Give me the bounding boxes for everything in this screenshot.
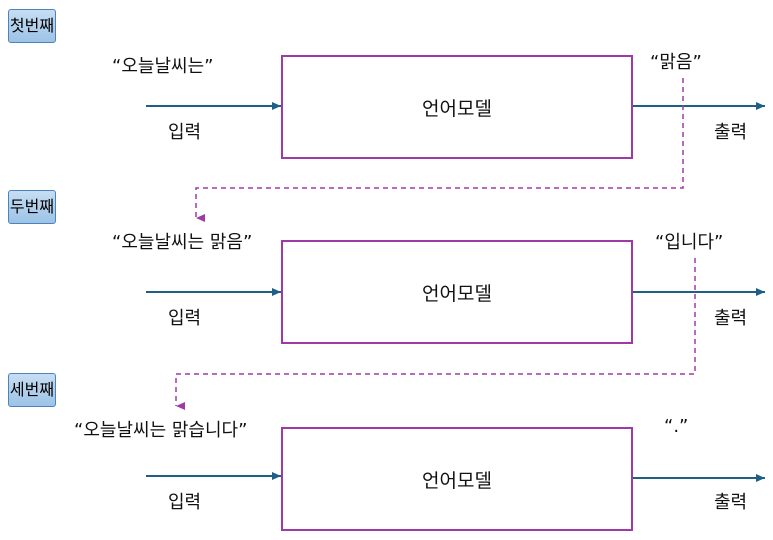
output-text-3: “.” bbox=[664, 416, 689, 437]
input-label-1: 입력 bbox=[168, 122, 202, 143]
step-badge-1: 첫번째 bbox=[8, 9, 56, 43]
input-text-2: “오늘날씨는 맑음” bbox=[112, 232, 253, 253]
feedback-arrow-2 bbox=[175, 258, 696, 410]
output-label-1: 출력 bbox=[714, 122, 748, 143]
input-text-1: “오늘날씨는” bbox=[112, 56, 214, 77]
input-label-3: 입력 bbox=[168, 492, 202, 513]
model-label-3: 언어모델 bbox=[422, 469, 492, 492]
model-label-1: 언어모델 bbox=[422, 97, 492, 120]
step-badge-3: 세번째 bbox=[8, 373, 56, 407]
feedback-arrow-1 bbox=[195, 78, 684, 222]
step-badge-2: 두번째 bbox=[8, 190, 56, 224]
output-text-1: “맑음” bbox=[650, 52, 702, 73]
output-text-2: “입니다” bbox=[655, 232, 724, 253]
input-label-2: 입력 bbox=[168, 308, 202, 329]
language-model-box-3: 언어모델 bbox=[281, 427, 633, 531]
output-label-2: 출력 bbox=[714, 308, 748, 329]
model-label-2: 언어모델 bbox=[422, 282, 492, 305]
output-label-3: 출력 bbox=[714, 492, 748, 513]
input-text-3: “오늘날씨는 맑습니다” bbox=[74, 420, 248, 441]
language-model-box-1: 언어모델 bbox=[281, 55, 633, 159]
language-model-box-2: 언어모델 bbox=[281, 240, 633, 344]
